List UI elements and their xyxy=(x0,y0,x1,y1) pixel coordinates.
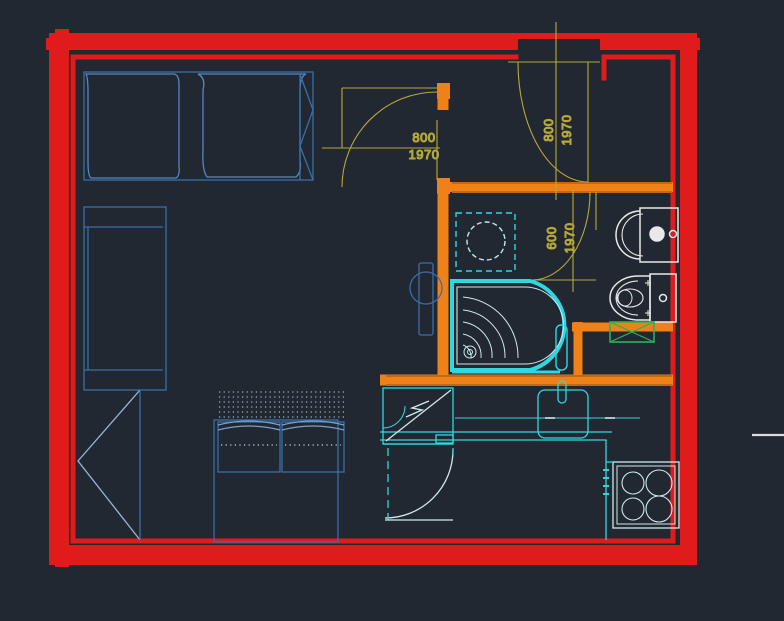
refrigerator-diagonal xyxy=(385,389,452,442)
twin-bed-right[interactable] xyxy=(281,391,345,473)
bathroom-door[interactable] xyxy=(524,190,597,292)
toilet[interactable] xyxy=(609,273,677,323)
kitchen-door[interactable] xyxy=(384,448,454,521)
bath-door-dim-height: 1970 xyxy=(562,223,577,254)
toilet-bowl-inner xyxy=(615,280,639,316)
interior-walls xyxy=(380,83,673,386)
main-door-dim-height: 1970 xyxy=(409,147,440,162)
wardrobe[interactable] xyxy=(77,206,167,541)
twin-bed-left-quilt2 xyxy=(217,425,281,431)
sofa-side-panel-1 xyxy=(299,73,314,181)
wash-basin-tap xyxy=(668,229,678,239)
door-swings-and-dimensions: 800 1970 800 1970 600 1970 xyxy=(322,22,600,292)
refrigerator-handle xyxy=(435,434,454,444)
duct-shaft-outline xyxy=(609,321,655,343)
twin-bed-left[interactable] xyxy=(213,391,339,543)
toilet-seat-hole-2 xyxy=(617,289,633,307)
kitchen-sink[interactable] xyxy=(455,380,640,439)
hob-cooktop[interactable] xyxy=(603,461,680,529)
wash-basin-bowl-inner xyxy=(621,213,644,257)
exterior-wall-outer xyxy=(49,33,697,565)
towel-rail-body xyxy=(555,324,568,371)
sofa-cushion-left xyxy=(84,73,180,179)
hob-burner-bl xyxy=(621,497,645,521)
shower-arc-3 xyxy=(462,321,493,359)
refrigerator-arc-top xyxy=(382,405,406,429)
main-room-door[interactable] xyxy=(322,87,440,188)
twin-bed-left-mattress xyxy=(217,421,281,473)
twin-bed-right-quilt2 xyxy=(281,425,345,431)
sofa-daybed[interactable] xyxy=(83,71,314,181)
exterior-walls xyxy=(46,29,700,567)
twin-bed-right-mattress xyxy=(281,421,345,473)
kitchen-counter-front xyxy=(380,439,607,540)
entry-door-dim-width: 800 xyxy=(541,118,556,141)
door-jamb-block-mid xyxy=(437,178,450,194)
twin-bed-left-quilt xyxy=(217,420,281,426)
entry-door-dim-height: 1970 xyxy=(559,115,574,146)
refrigerator-bolt-icon xyxy=(405,400,430,418)
main-room-door-arc xyxy=(341,91,438,188)
wash-basin-bowl xyxy=(615,210,641,260)
twin-bed-right-pillow xyxy=(283,391,344,418)
toilet-spark-2 xyxy=(645,310,651,316)
kitchen-sink-tap xyxy=(557,380,567,404)
twin-bed-left-frame xyxy=(213,419,339,543)
wardrobe-outline xyxy=(83,206,167,391)
toilet-flush-button xyxy=(658,293,668,303)
mirror-panel-hinge xyxy=(409,271,443,305)
bathroom-fixtures xyxy=(450,207,679,374)
sofa-outline xyxy=(83,71,314,181)
hob-burner-tl xyxy=(621,471,645,495)
refrigerator[interactable] xyxy=(382,387,454,445)
hob-inner xyxy=(616,465,676,525)
kitchen-door-arc xyxy=(384,449,454,519)
wash-basin[interactable] xyxy=(615,207,679,263)
main-door-dim-width: 800 xyxy=(412,130,435,145)
toilet-bowl-outer xyxy=(609,275,651,321)
kitchen-sink-basin xyxy=(537,389,589,439)
washing-machine[interactable] xyxy=(455,212,516,272)
wardrobe-door-indicator xyxy=(77,389,141,541)
bath-door-dim-width: 600 xyxy=(544,226,559,249)
kitchen-layer xyxy=(380,380,680,540)
shower-tray[interactable] xyxy=(450,279,567,374)
toilet-spark-1 xyxy=(645,280,651,286)
shower-tray-outer xyxy=(450,279,567,372)
shower-tray-inner xyxy=(456,286,565,365)
twin-bed-right-quilt xyxy=(281,420,345,426)
shower-arc-4 xyxy=(462,333,482,359)
door-jamb-block-top xyxy=(437,83,450,99)
washing-machine-drum xyxy=(466,221,506,261)
shower-arc-2 xyxy=(462,309,506,359)
shower-drain-outer xyxy=(463,345,477,359)
duct-shaft[interactable] xyxy=(609,321,655,343)
toilet-seat-hole xyxy=(616,288,644,308)
entry-door[interactable] xyxy=(508,22,600,200)
furniture-layer xyxy=(77,71,443,543)
hob-outline xyxy=(612,461,680,529)
towel-rail[interactable] xyxy=(555,324,568,371)
mirror-panel[interactable] xyxy=(409,262,443,336)
twin-bed-left-pillow xyxy=(219,391,280,418)
duct-shaft-hatch xyxy=(609,321,655,343)
shower-arc-1 xyxy=(462,296,519,359)
shower-drain-inner xyxy=(467,349,473,355)
sofa-cushion-main xyxy=(197,73,307,178)
washing-machine-outline xyxy=(455,212,516,272)
wash-basin-counter xyxy=(639,207,679,263)
mirror-panel-body xyxy=(418,262,434,336)
hob-burner-br xyxy=(645,495,673,523)
wash-basin-drain xyxy=(649,226,665,242)
toilet-cistern xyxy=(649,273,677,323)
entry-door-arc xyxy=(517,61,589,183)
hob-control-knobs[interactable] xyxy=(603,469,609,495)
